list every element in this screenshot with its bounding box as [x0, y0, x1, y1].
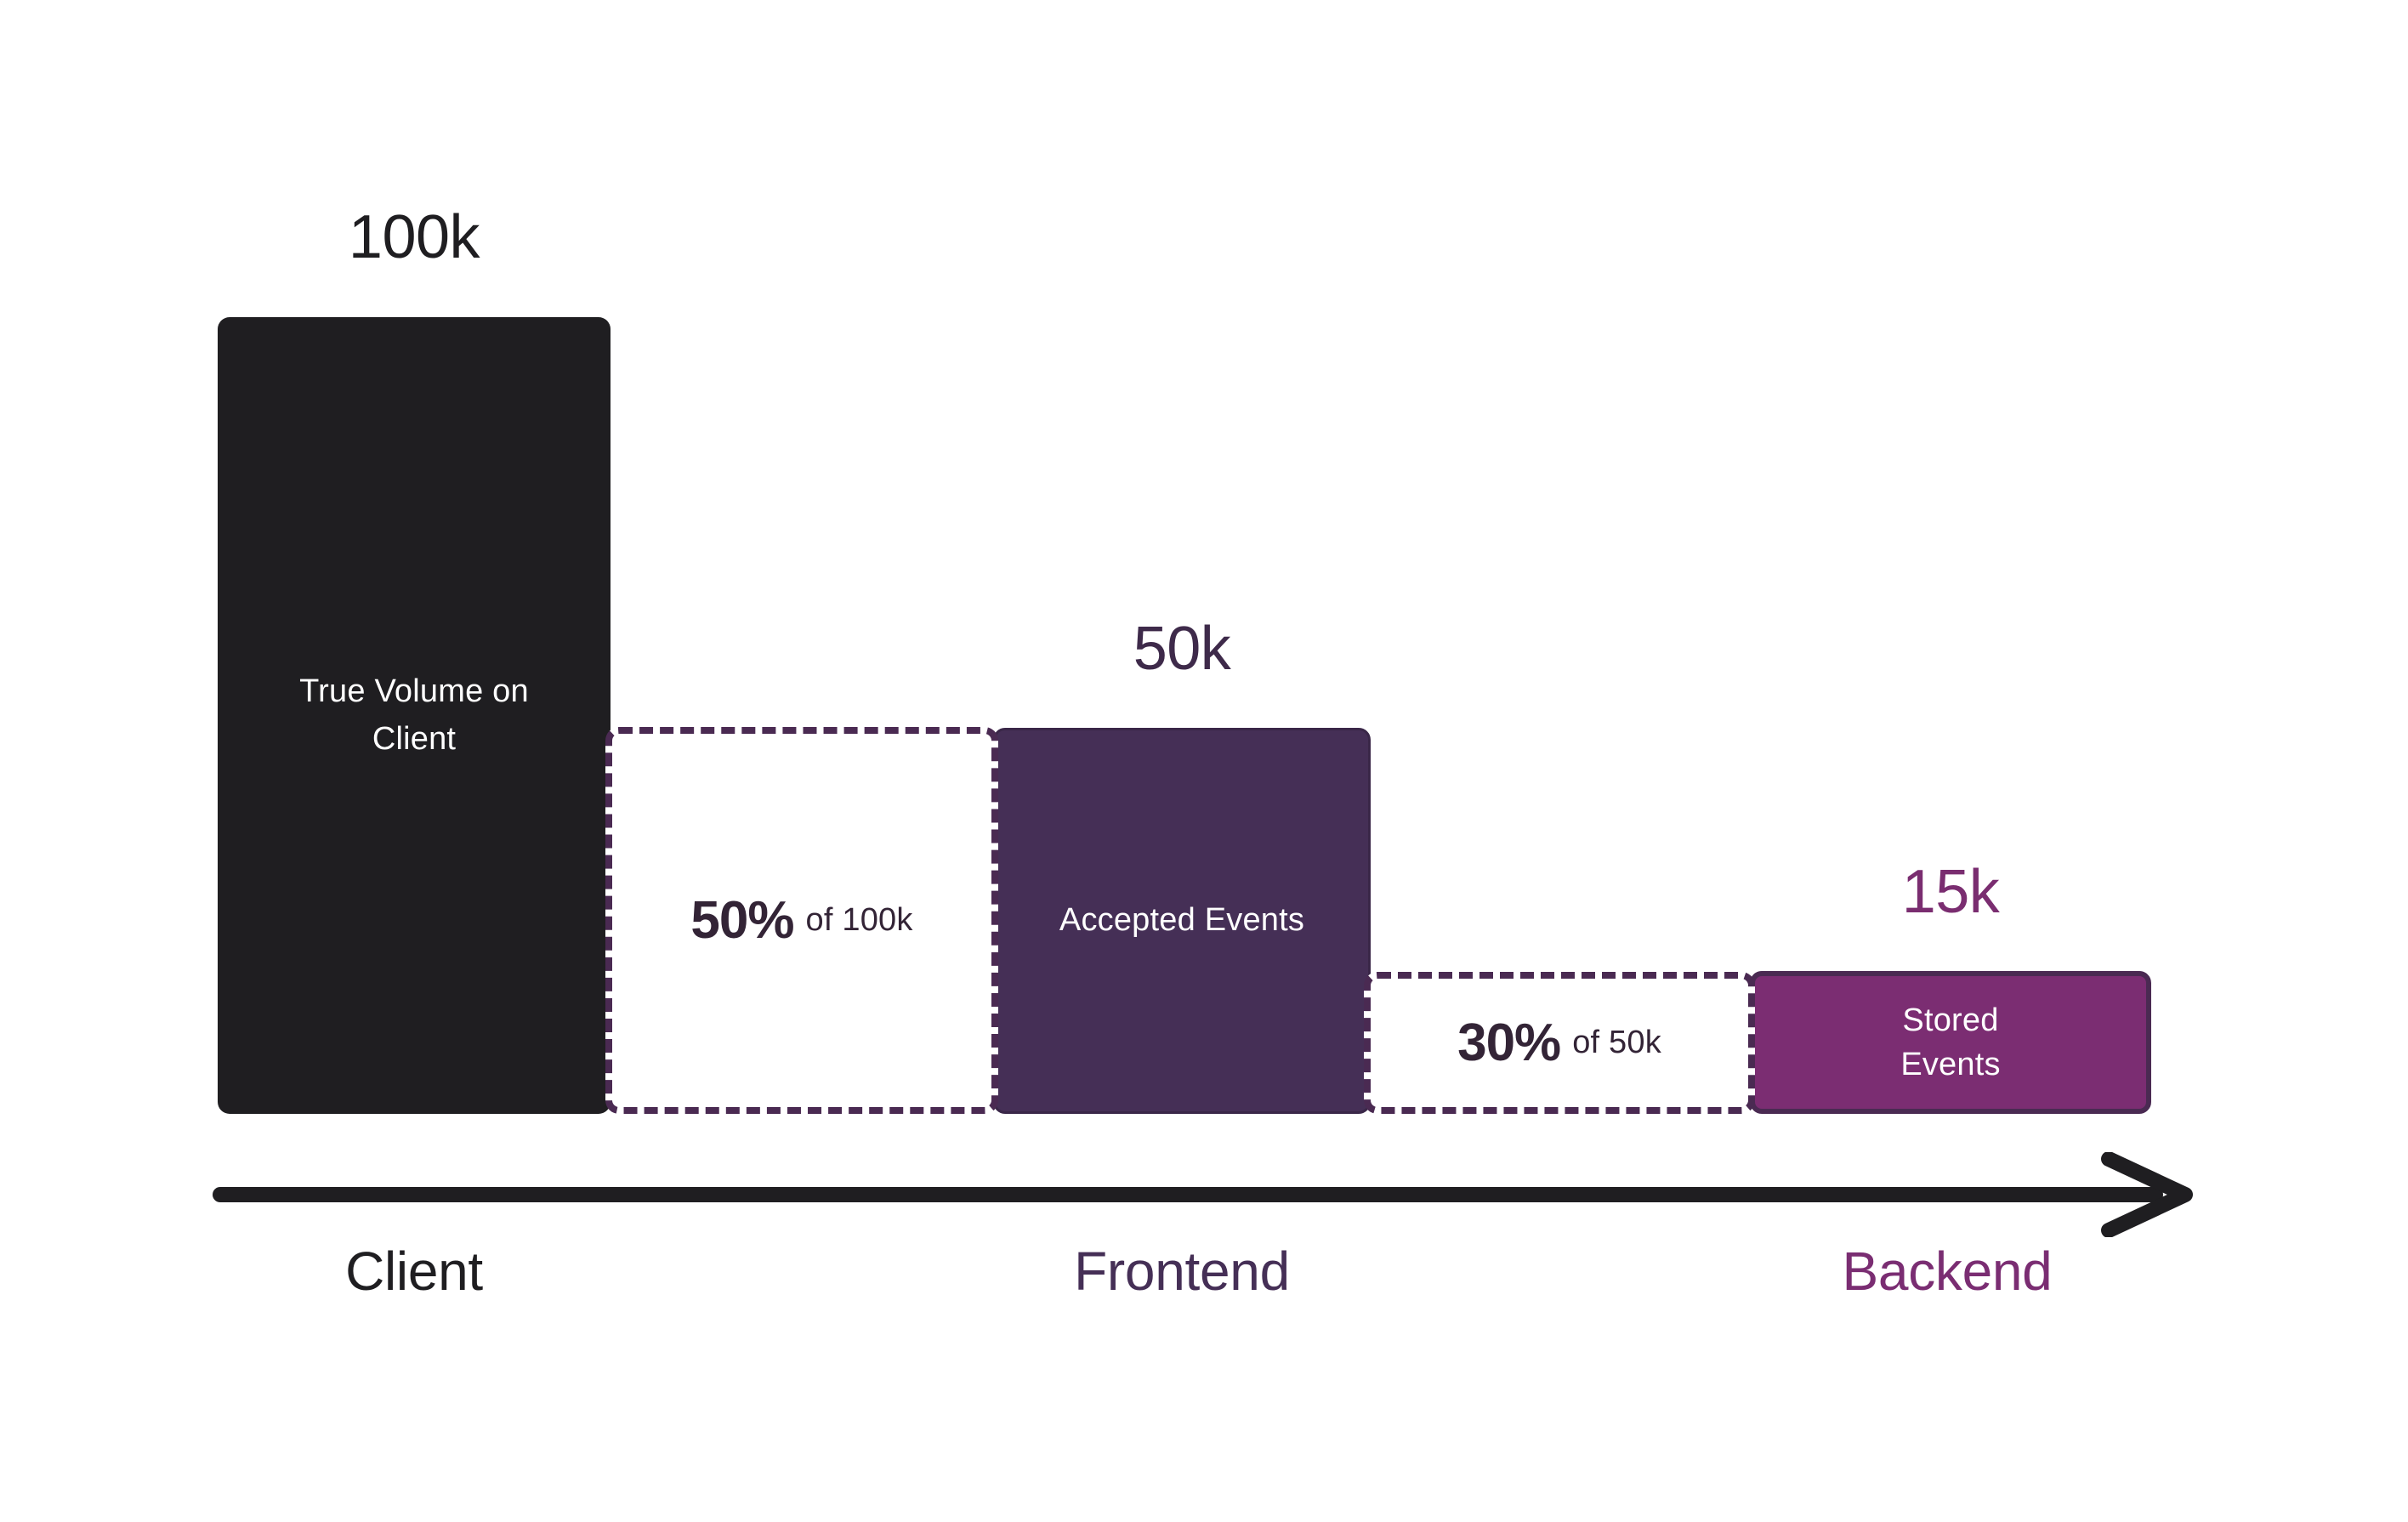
bar-label-backend: Stored Events	[1900, 1002, 2001, 1082]
axis-arrow-icon	[213, 1152, 2193, 1237]
bar-frontend: Accepted Events	[993, 728, 1371, 1114]
axis-label-backend: Backend	[1842, 1241, 2053, 1302]
bar-backend: Stored Events	[1750, 971, 2151, 1114]
bar-label-frontend: Accepted Events	[1059, 902, 1305, 939]
drop-of-label-2: of 50k	[1572, 1025, 1661, 1060]
value-label-client: 100k	[348, 203, 480, 271]
bar-client: True Volume on Client	[218, 317, 611, 1114]
value-label-frontend: 50k	[1133, 615, 1231, 683]
drop-percent-1: 50%	[690, 891, 794, 950]
drop-box-frontend-to-backend: 30% of 50k	[1364, 972, 1755, 1114]
axis-label-frontend: Frontend	[1074, 1241, 1290, 1302]
value-label-backend: 15k	[1901, 858, 2000, 926]
bar-label-client: True Volume on Client	[299, 673, 529, 757]
drop-percent-2: 30%	[1457, 1014, 1561, 1072]
drop-of-label-1: of 100k	[805, 902, 913, 938]
drop-box-client-to-frontend: 50% of 100k	[605, 727, 998, 1114]
axis-label-client: Client	[345, 1241, 483, 1302]
